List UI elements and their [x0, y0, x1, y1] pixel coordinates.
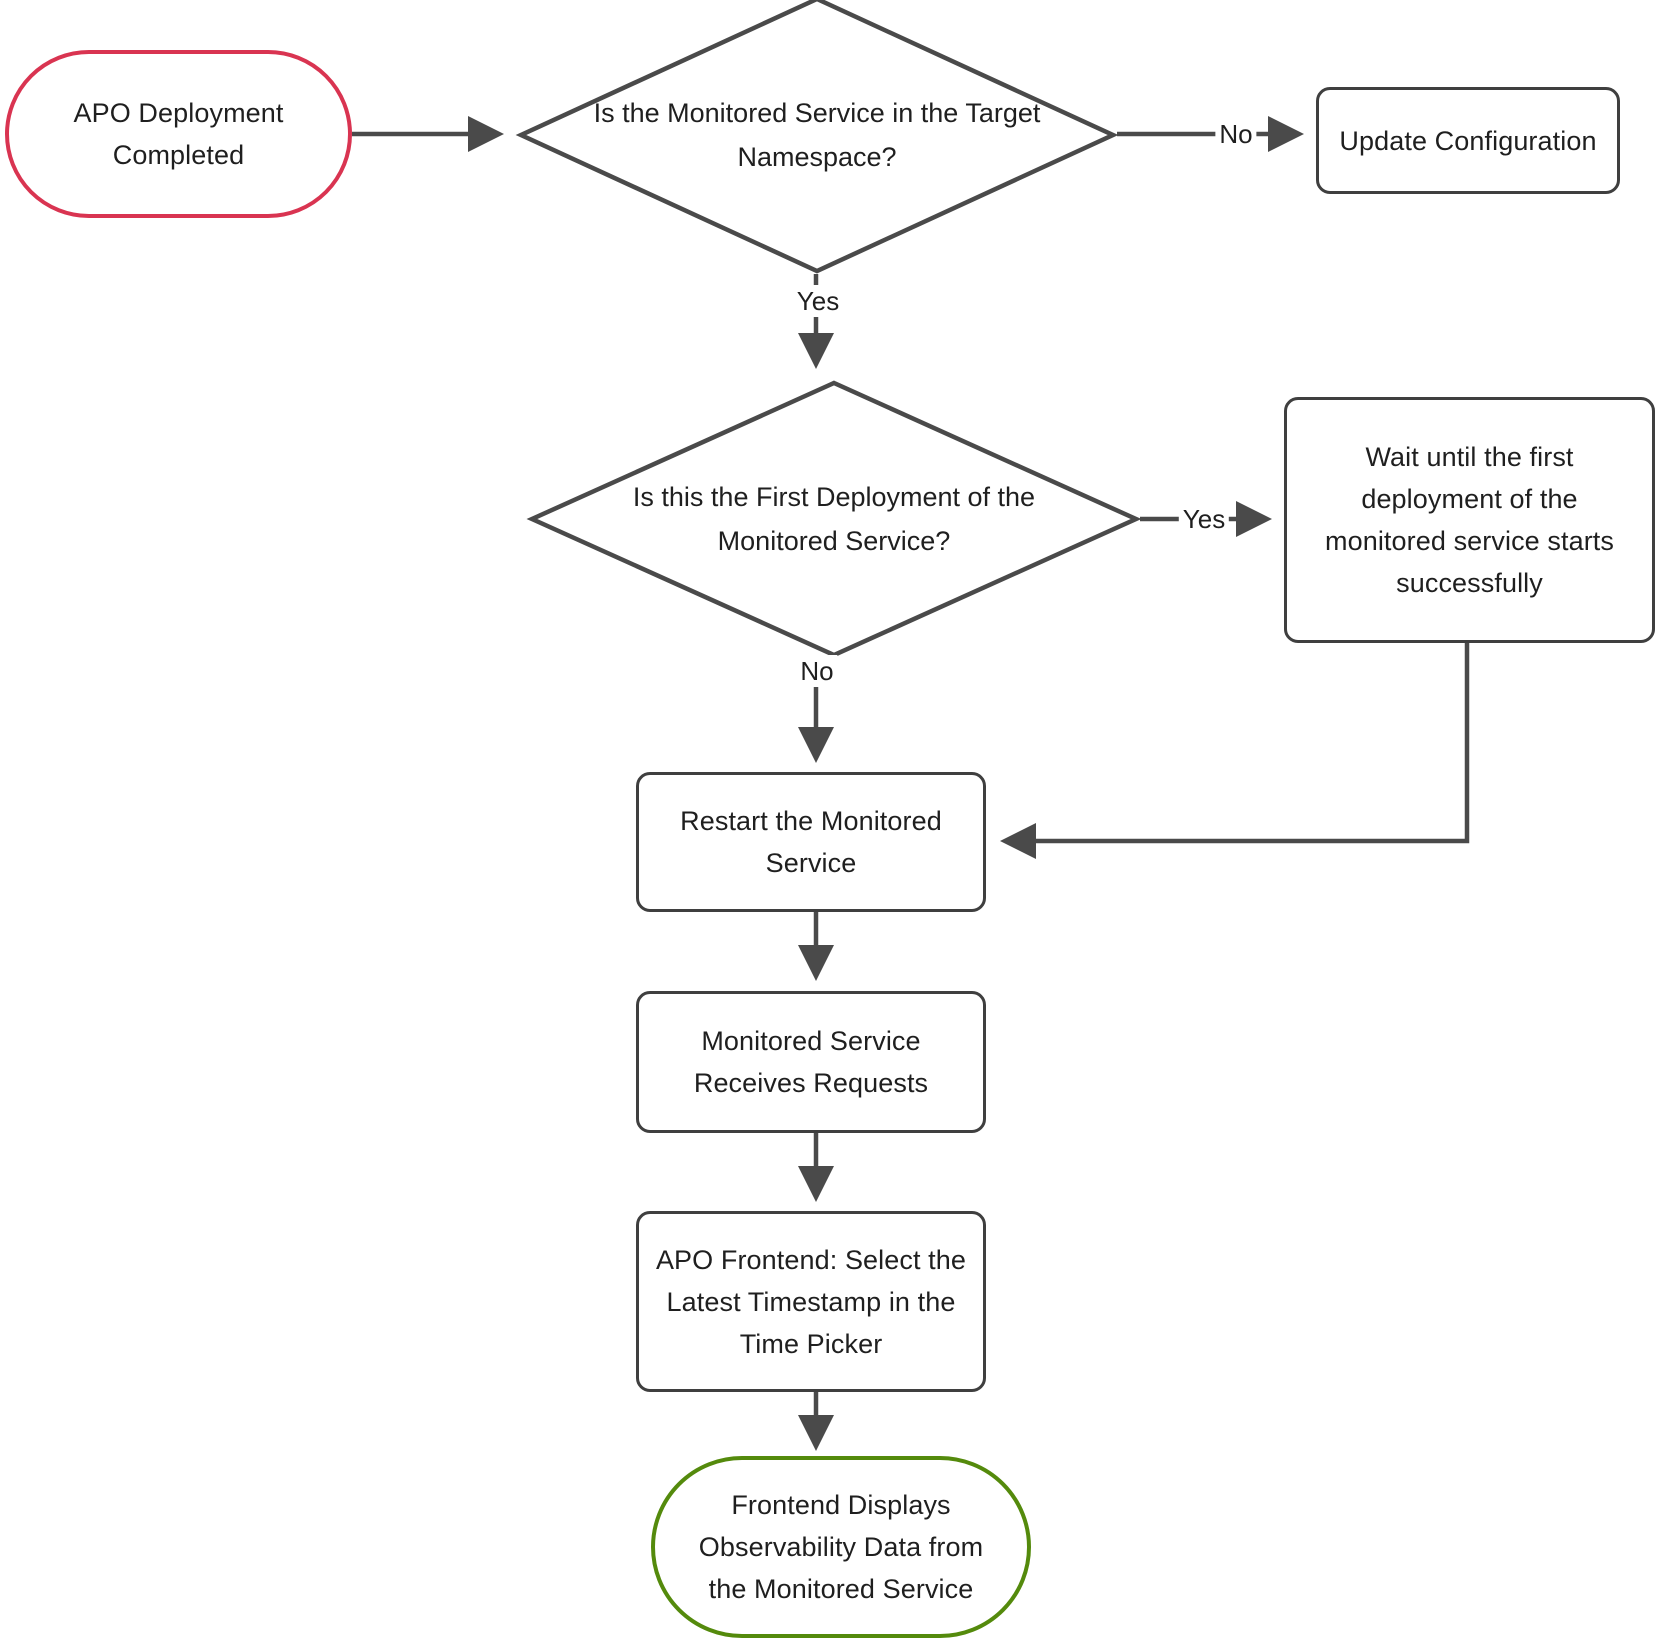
node-label: Update Configuration — [1339, 125, 1597, 156]
edge-wait-to-restart — [1000, 643, 1470, 859]
node-label: APO Frontend: Select the Latest Timestam… — [655, 1244, 967, 1359]
edge-label-first-deploy-yes: Yes — [1178, 503, 1230, 535]
node-monitored-service-receives-requests[interactable]: Monitored Service Receives Requests — [636, 991, 986, 1133]
node-label: Restart the Monitored Service — [680, 806, 942, 878]
node-label: Is this the First Deployment of the Moni… — [632, 482, 1036, 556]
node-label: Frontend Displays Observability Data fro… — [698, 1490, 984, 1604]
node-label: Monitored Service Receives Requests — [693, 1026, 929, 1098]
node-wait-first-deployment[interactable]: Wait until the first deployment of the m… — [1284, 397, 1655, 643]
node-label: Is the Monitored Service in the Target N… — [593, 98, 1041, 172]
diamond-shape — [515, 0, 1119, 274]
edge-label-namespace-yes: Yes — [792, 285, 844, 317]
node-label: Wait until the first deployment of the m… — [1325, 442, 1614, 598]
edge-label-namespace-no: No — [1215, 118, 1257, 150]
node-update-configuration[interactable]: Update Configuration — [1316, 87, 1620, 194]
node-restart-monitored-service[interactable]: Restart the Monitored Service — [636, 772, 986, 912]
node-label: APO Deployment Completed — [73, 98, 284, 170]
node-end-frontend-displays-observability-data[interactable]: Frontend Displays Observability Data fro… — [651, 1456, 1031, 1638]
node-decision-monitored-service-namespace[interactable]: Is the Monitored Service in the Target N… — [515, 0, 1119, 275]
edge-label-first-deploy-no: No — [796, 655, 838, 687]
node-decision-first-deployment[interactable]: Is this the First Deployment of the Moni… — [526, 379, 1142, 659]
node-apo-frontend-select-timestamp[interactable]: APO Frontend: Select the Latest Timestam… — [636, 1211, 986, 1392]
node-start-apo-deployment-completed[interactable]: APO Deployment Completed — [5, 50, 352, 218]
